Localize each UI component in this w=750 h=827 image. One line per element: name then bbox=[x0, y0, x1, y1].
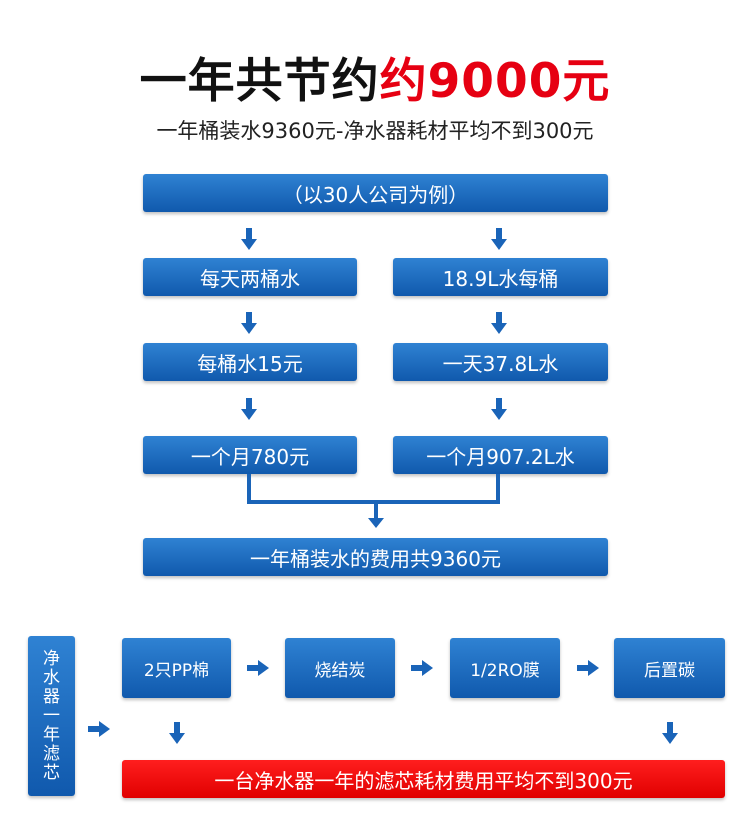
down-arrow-icon bbox=[169, 722, 185, 744]
flow-left-step-1: 每天两桶水 bbox=[143, 258, 357, 296]
bracket-connector bbox=[247, 500, 500, 504]
filter-item-carbon: 烧结炭 bbox=[285, 638, 395, 698]
bracket-connector bbox=[247, 474, 251, 503]
title-highlight: 约9000元 bbox=[379, 54, 611, 109]
flow-left-step-2: 每桶水15元 bbox=[143, 343, 357, 381]
down-arrow-icon bbox=[491, 312, 507, 334]
flow-right-step-3: 一个月907.2L水 bbox=[393, 436, 608, 474]
side-char: 净 bbox=[43, 648, 60, 669]
filter-item-post-carbon: 后置碳 bbox=[614, 638, 725, 698]
down-arrow-icon bbox=[241, 312, 257, 334]
right-arrow-icon bbox=[411, 660, 433, 676]
down-arrow-icon bbox=[368, 502, 384, 528]
side-char: 水 bbox=[43, 667, 60, 688]
side-char: 一 bbox=[43, 705, 60, 726]
page-subtitle: 一年桶装水9360元-净水器耗材平均不到300元 bbox=[156, 119, 594, 143]
filter-item-ro: 1/2RO膜 bbox=[450, 638, 560, 698]
flow-right-step-1: 18.9L水每桶 bbox=[393, 258, 608, 296]
yearly-cost-result: 一年桶装水的费用共9360元 bbox=[143, 538, 608, 576]
bracket-connector bbox=[496, 474, 500, 503]
down-arrow-icon bbox=[491, 228, 507, 250]
right-arrow-icon bbox=[88, 721, 110, 737]
filter-cost-result: 一台净水器一年的滤芯耗材费用平均不到300元 bbox=[122, 760, 725, 798]
side-char: 芯 bbox=[43, 762, 60, 783]
top-example-box: （以30人公司为例） bbox=[143, 174, 608, 212]
right-arrow-icon bbox=[577, 660, 599, 676]
page-title: 一年共节约约9000元 bbox=[0, 47, 750, 117]
side-char: 器 bbox=[43, 686, 60, 707]
down-arrow-icon bbox=[241, 228, 257, 250]
flow-left-step-3: 一个月780元 bbox=[143, 436, 357, 474]
filter-item-pp: 2只PP棉 bbox=[122, 638, 231, 698]
title-main: 一年共节约 bbox=[139, 54, 380, 109]
flow-right-step-2: 一天37.8L水 bbox=[393, 343, 608, 381]
right-arrow-icon bbox=[247, 660, 269, 676]
down-arrow-icon bbox=[241, 398, 257, 420]
side-char: 滤 bbox=[43, 743, 60, 764]
down-arrow-icon bbox=[662, 722, 678, 744]
side-char: 年 bbox=[43, 724, 60, 745]
down-arrow-icon bbox=[491, 398, 507, 420]
filter-side-label: 净 水 器 一 年 滤 芯 bbox=[28, 636, 75, 796]
